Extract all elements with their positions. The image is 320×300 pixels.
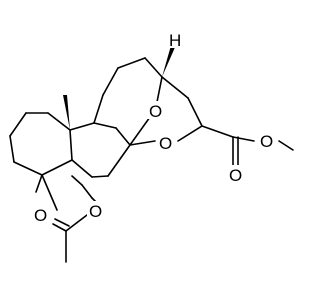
bond [129,140,156,146]
bond [52,223,67,232]
atom-symbol: O [89,202,102,221]
label-background [32,205,50,224]
label-background [87,201,104,219]
label-background [227,165,244,184]
bond [93,94,104,124]
bond [81,184,93,199]
bond [91,175,109,178]
bond [102,67,119,96]
bond [201,125,234,138]
atom-symbol: O [149,102,162,121]
atom-o-label: O [87,201,104,221]
atom-o-label: O [258,131,275,151]
bond [9,112,27,137]
stereo-wedge [63,95,70,130]
atom-symbol: O [229,166,242,185]
atom-symbol: O [260,132,273,151]
bond [144,57,163,78]
bond [54,218,70,227]
molecule-structure: H O O O O O O [9,30,294,263]
label-background [167,30,183,48]
label-background [147,101,164,119]
bond [35,174,43,193]
bond [13,161,43,176]
bond [129,116,151,146]
bond [9,135,15,163]
label-background [157,133,174,152]
bond [71,159,93,178]
bond [156,76,163,103]
bond [232,136,255,142]
label-background [258,131,275,150]
bond [93,122,117,129]
bond [278,140,294,151]
atom-o-label: O [157,133,174,153]
atom-symbol: O [34,206,47,225]
bond [41,159,73,176]
atom-o-label: O [32,205,50,225]
bond [69,122,95,131]
bond [115,127,131,146]
bond [117,57,146,69]
atom-labels: H O O O O O O [32,30,275,225]
atom-symbol: H [169,31,181,50]
bond [69,129,73,161]
atom-symbol: O [159,134,172,153]
bonds [9,42,294,263]
bond [47,112,71,131]
bond [161,76,189,99]
bond [187,97,203,127]
bond [65,214,88,232]
atom-o-label: O [147,101,164,121]
atom-o-label: O [227,165,244,185]
stereo-wedge [162,42,176,77]
bond [71,175,83,186]
bond [41,174,58,211]
bond [177,125,203,142]
bond [107,144,131,177]
atom-h-label: H [167,30,183,50]
